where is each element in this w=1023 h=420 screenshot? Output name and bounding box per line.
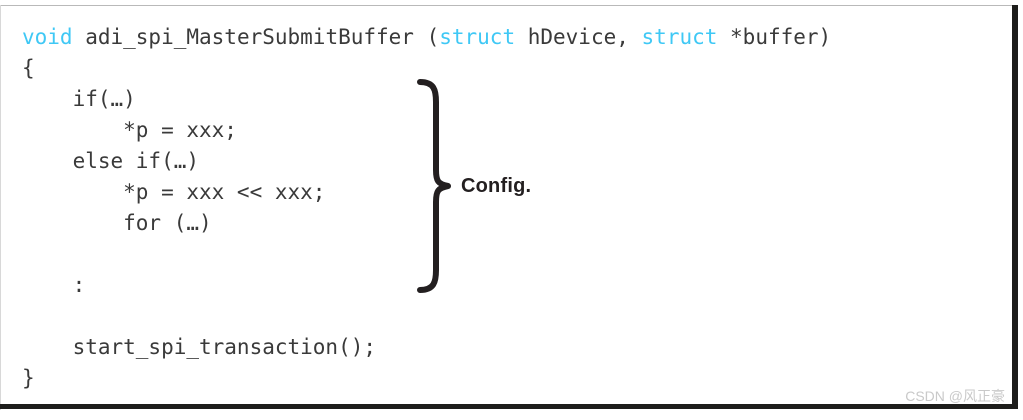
code-line-continuation-colon: : — [22, 270, 831, 301]
code-line-signature: void adi_spi_MasterSubmitBuffer (struct … — [22, 22, 831, 53]
code-text: for (…) — [22, 211, 212, 235]
code-block: void adi_spi_MasterSubmitBuffer (struct … — [22, 22, 831, 394]
code-text: if(…) — [22, 87, 136, 111]
curly-brace-annotation — [412, 78, 452, 294]
code-line-if: if(…) — [22, 84, 831, 115]
code-keyword: void — [22, 25, 73, 49]
code-line-assign-2: *p = xxx << xxx; — [22, 177, 831, 208]
code-text: *p = xxx << xxx; — [22, 180, 326, 204]
code-text: else if(…) — [22, 149, 200, 173]
watermark: CSDN @风正豪 — [905, 388, 1005, 404]
code-line-start-transaction: start_spi_transaction(); — [22, 332, 831, 363]
code-line-else-if: else if(…) — [22, 146, 831, 177]
slide-right-border — [1012, 5, 1018, 405]
code-text: start_spi_transaction(); — [22, 335, 377, 359]
slide-left-border — [0, 5, 1, 410]
slide-bottom-border — [0, 404, 1018, 409]
code-line-for: for (…) — [22, 208, 831, 239]
code-text: *p = xxx; — [22, 118, 237, 142]
code-line-blank-2 — [22, 301, 831, 332]
code-line-open-brace: { — [22, 53, 831, 84]
code-text: adi_spi_MasterSubmitBuffer ( — [72, 25, 440, 49]
slide-top-border — [0, 5, 1016, 6]
code-text: { — [22, 56, 35, 80]
code-keyword: struct — [641, 25, 718, 49]
annotation-label-config: Config. — [461, 175, 532, 197]
code-text: *buffer) — [717, 25, 832, 49]
code-line-close-brace: } — [22, 363, 831, 394]
code-line-assign-1: *p = xxx; — [22, 115, 831, 146]
code-keyword: struct — [439, 25, 516, 49]
code-text: hDevice, — [515, 25, 642, 49]
code-text: : — [22, 273, 86, 297]
code-text: } — [22, 366, 35, 390]
